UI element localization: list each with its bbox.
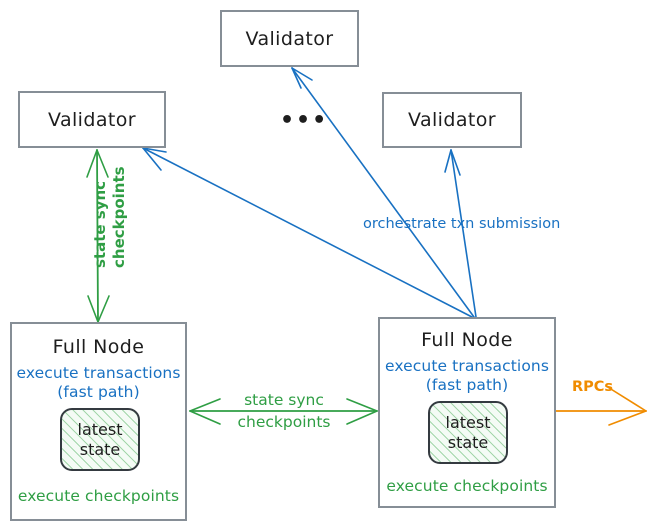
fullnode-right-latest-state-line1: latest: [445, 412, 491, 432]
edge-orchestrate-to-validator-right: [444, 149, 477, 318]
validator-right-label: Validator: [408, 109, 496, 131]
edge-label-state-sync-horizontal-line2: checkpoints: [237, 413, 331, 431]
fullnode-left-execute-checkpoints: execute checkpoints: [17, 487, 180, 505]
edge-label-state-sync-vertical-line1: state sync: [91, 180, 109, 268]
validator-left-label: Validator: [48, 108, 136, 131]
fullnode-right-box[interactable]: Full Node execute transactions (fast pat…: [378, 317, 556, 508]
fullnode-left-fast-path: (fast path): [57, 383, 140, 401]
fullnode-right-fast-path: (fast path): [425, 376, 509, 394]
fullnode-left-box[interactable]: Full Node execute transactions (fast pat…: [10, 322, 187, 521]
fullnode-right-title: Full Node: [421, 329, 513, 351]
fullnode-right-execute-checkpoints: execute checkpoints: [386, 477, 548, 495]
fullnode-left-execute-transactions: execute transactions: [16, 364, 181, 382]
validator-top-box[interactable]: Validator: [220, 10, 359, 67]
validator-right-box[interactable]: Validator: [382, 92, 522, 148]
fullnode-left-latest-state-line1: latest: [77, 419, 123, 439]
edge-label-state-sync-horizontal-line1: state sync: [244, 391, 324, 409]
fullnode-right-latest-state-line2: state: [447, 432, 489, 452]
edge-label-state-sync-vertical-line2: checkpoints: [110, 166, 128, 268]
edge-label-rpcs: RPCs: [572, 379, 614, 395]
ellipsis-more-validators: •••: [280, 108, 329, 133]
fullnode-left-latest-state-line2: state: [79, 439, 121, 459]
validator-top-label: Validator: [245, 27, 334, 50]
fullnode-left-title: Full Node: [52, 336, 145, 358]
validator-left-box[interactable]: Validator: [18, 91, 166, 148]
fullnode-right-execute-transactions: execute transactions: [384, 357, 550, 375]
fullnode-right-latest-state[interactable]: latest state: [428, 401, 508, 464]
fullnode-left-latest-state[interactable]: latest state: [60, 408, 140, 471]
edge-label-orchestrate: orchestrate txn submission: [363, 216, 561, 232]
